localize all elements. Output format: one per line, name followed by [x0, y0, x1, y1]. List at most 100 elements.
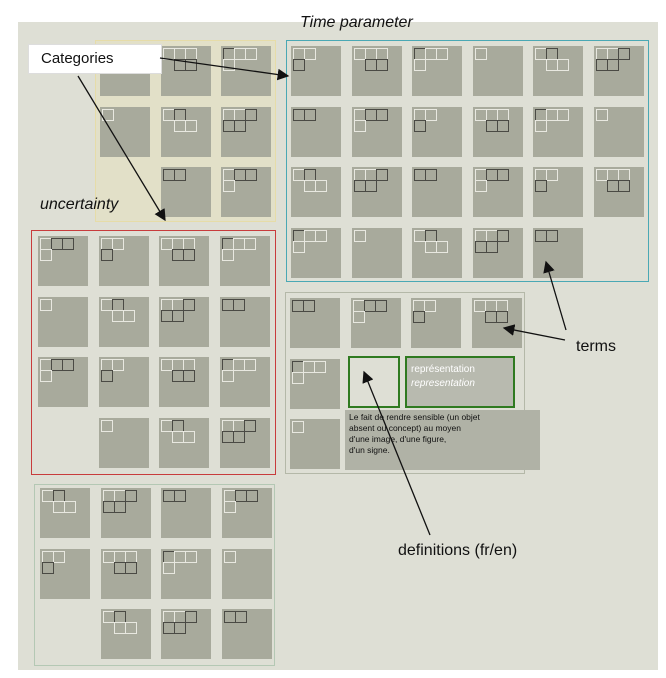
term-tile[interactable] — [161, 548, 211, 599]
term-tile[interactable] — [351, 167, 402, 217]
term-tile[interactable] — [472, 227, 523, 278]
term-tile[interactable] — [593, 46, 644, 96]
tile-mark — [174, 490, 186, 502]
term-tile[interactable] — [221, 609, 272, 659]
tile-mark — [414, 59, 426, 71]
tile-mark — [243, 419, 256, 432]
tile-mark — [375, 169, 388, 181]
tile-mark — [223, 59, 235, 71]
term-tile[interactable] — [593, 106, 644, 157]
term-tile[interactable] — [100, 548, 151, 599]
term-tile[interactable] — [411, 298, 461, 348]
term-tile[interactable] — [159, 236, 209, 286]
term-tile[interactable] — [160, 106, 211, 157]
term-tile[interactable] — [40, 488, 90, 538]
term-tile[interactable] — [351, 46, 402, 96]
diagram-canvas: représentation representation Le fait de… — [18, 22, 658, 670]
term-tile[interactable] — [412, 46, 462, 96]
term-tile[interactable] — [290, 358, 340, 409]
tile-mark — [234, 119, 246, 132]
term-tile[interactable] — [291, 167, 341, 217]
term-tile[interactable] — [221, 167, 271, 217]
tile-mark — [184, 59, 197, 71]
term-tile[interactable] — [221, 106, 271, 157]
term-tile[interactable] — [221, 548, 272, 599]
term-tile[interactable] — [533, 106, 583, 157]
term-tile[interactable] — [472, 106, 523, 157]
tile-mark — [113, 501, 126, 513]
term-tile[interactable] — [40, 548, 90, 599]
term-tile[interactable] — [533, 227, 583, 278]
term-tile[interactable] — [160, 46, 211, 96]
term-tile[interactable] — [471, 298, 522, 348]
term-tile[interactable] — [533, 167, 583, 217]
term-tile[interactable] — [98, 296, 149, 347]
term-tile[interactable] — [161, 488, 211, 538]
tile-mark — [183, 249, 195, 261]
tile-mark — [292, 371, 304, 384]
term-tile[interactable] — [159, 296, 209, 347]
term-tile[interactable] — [98, 357, 149, 407]
term-tile[interactable] — [219, 417, 270, 468]
tile-mark — [375, 108, 388, 121]
tile-mark — [185, 550, 197, 563]
term-tile[interactable] — [98, 417, 149, 468]
term-tile[interactable] — [219, 357, 270, 407]
term-tile[interactable] — [100, 106, 150, 157]
term-tile[interactable] — [160, 167, 211, 217]
definition-fr-box[interactable] — [348, 356, 400, 408]
term-tile[interactable] — [291, 227, 341, 278]
tile-mark — [414, 119, 426, 132]
tile-mark — [424, 300, 436, 312]
term-tile[interactable] — [221, 46, 271, 96]
term-tile[interactable] — [350, 298, 401, 348]
term-tile[interactable] — [159, 357, 209, 407]
definition-en-box[interactable]: représentation representation — [405, 356, 515, 408]
term-tile[interactable] — [38, 357, 88, 407]
term-tile[interactable] — [161, 609, 211, 659]
tile-mark — [245, 169, 257, 181]
definition-line-4: d'un signe. — [349, 445, 390, 455]
term-tile[interactable] — [221, 488, 272, 538]
term-tile[interactable] — [472, 46, 523, 96]
tile-mark — [353, 229, 366, 242]
term-tile[interactable] — [533, 46, 583, 96]
definition-line-1: Le fait de rendre sensible (un objet — [349, 412, 480, 422]
term-tile[interactable] — [100, 609, 151, 659]
tile-mark — [617, 48, 630, 60]
term-tile[interactable] — [593, 167, 644, 217]
term-tile[interactable] — [98, 236, 149, 286]
term-tile[interactable] — [412, 167, 462, 217]
tile-mark — [245, 108, 257, 121]
term-tile[interactable] — [351, 106, 402, 157]
term-tile[interactable] — [291, 106, 341, 157]
definitions-label: definitions (fr/en) — [398, 542, 518, 559]
term-tile[interactable] — [291, 46, 341, 96]
term-fr-label: représentation — [411, 364, 475, 375]
term-tile[interactable] — [290, 298, 340, 348]
tile-mark — [40, 298, 52, 311]
tile-mark — [100, 370, 113, 382]
tile-mark — [184, 119, 197, 132]
tile-mark — [425, 108, 437, 121]
term-tile[interactable] — [472, 167, 523, 217]
tile-mark — [315, 229, 327, 242]
term-tile[interactable] — [100, 488, 151, 538]
term-tile[interactable] — [219, 296, 270, 347]
term-tile[interactable] — [412, 227, 462, 278]
term-tile[interactable] — [290, 419, 340, 469]
tile-mark — [53, 550, 65, 563]
term-tile[interactable] — [159, 417, 209, 468]
tile-mark — [183, 298, 195, 311]
tile-mark — [353, 119, 366, 132]
term-tile[interactable] — [38, 296, 88, 347]
term-tile[interactable] — [412, 106, 462, 157]
term-tile[interactable] — [38, 236, 88, 286]
tile-mark — [364, 180, 377, 192]
tile-mark — [495, 311, 508, 323]
tile-mark — [223, 501, 236, 513]
term-tile[interactable] — [351, 227, 402, 278]
term-tile[interactable] — [219, 236, 270, 286]
tile-mark — [292, 421, 304, 433]
definition-line-2: absent ou concept) au moyen — [349, 423, 461, 433]
